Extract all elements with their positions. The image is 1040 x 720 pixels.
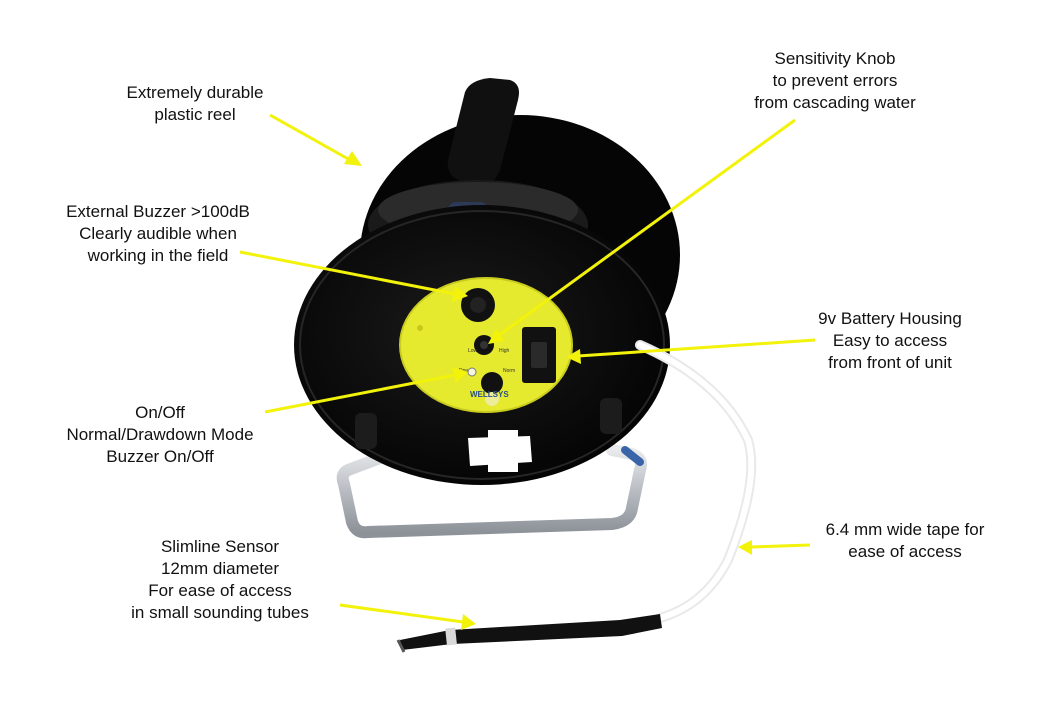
switch-right-label: Norm xyxy=(503,368,515,374)
label-line: Extremely durable xyxy=(126,83,264,102)
arrow-mode xyxy=(264,367,468,414)
arrow-reel xyxy=(269,113,362,166)
measuring-tape xyxy=(635,340,757,623)
arrow-knob xyxy=(488,118,796,344)
battery-housing[interactable] xyxy=(522,327,556,383)
label-line: ease of access xyxy=(848,542,962,561)
arrow-battery xyxy=(566,338,816,364)
label-line: 12mm diameter xyxy=(160,559,280,578)
arrow-sensor xyxy=(339,603,476,630)
arrow-tape xyxy=(738,540,811,555)
label-external-buzzer: External Buzzer >100dB Clearly audible w… xyxy=(38,201,278,267)
control-panel: Low High Drw Norm WELLSYS xyxy=(399,277,573,413)
knob-right-label: High xyxy=(499,348,510,354)
reel-handle xyxy=(447,78,519,187)
label-line: Buzzer On/Off xyxy=(106,447,214,466)
sensitivity-knob[interactable] xyxy=(474,335,494,355)
label-battery-housing: 9v Battery Housing Easy to access from f… xyxy=(790,308,990,374)
label-line: External Buzzer >100dB xyxy=(66,202,250,221)
knob-left-label: Low xyxy=(468,348,478,354)
label-line: Easy to access xyxy=(832,331,948,350)
label-plastic-reel: Extremely durable plastic reel xyxy=(105,82,285,126)
label-sensitivity-knob: Sensitivity Knob to prevent errors from … xyxy=(730,48,940,114)
label-line: to prevent errors xyxy=(772,71,898,90)
label-line: in small sounding tubes xyxy=(131,603,309,622)
label-line: from front of unit xyxy=(828,353,952,372)
arrow-buzzer xyxy=(239,250,468,302)
label-line: from cascading water xyxy=(754,93,916,112)
label-line: 6.4 mm wide tape for xyxy=(825,520,985,539)
label-line: Sensitivity Knob xyxy=(774,49,896,68)
label-line: working in the field xyxy=(87,246,229,265)
label-line: Normal/Drawdown Mode xyxy=(66,425,254,444)
mode-switch[interactable] xyxy=(467,367,503,406)
label-line: Slimline Sensor xyxy=(160,537,280,556)
label-line: 9v Battery Housing xyxy=(818,309,962,328)
label-tape: 6.4 mm wide tape for ease of access xyxy=(800,519,1010,563)
annotation-arrows xyxy=(239,113,816,630)
label-mode-switch: On/Off Normal/Drawdown Mode Buzzer On/Of… xyxy=(40,402,280,468)
label-line: plastic reel xyxy=(154,105,236,124)
label-line: For ease of access xyxy=(148,581,292,600)
buzzer-socket xyxy=(461,288,495,322)
label-line: On/Off xyxy=(135,403,185,422)
metal-stand xyxy=(336,444,647,539)
label-slimline-sensor: Slimline Sensor 12mm diameter For ease o… xyxy=(110,536,330,624)
panel-logo: WELLSYS xyxy=(470,390,509,399)
probe-sensor xyxy=(396,614,662,653)
label-line: Clearly audible when xyxy=(79,224,237,243)
